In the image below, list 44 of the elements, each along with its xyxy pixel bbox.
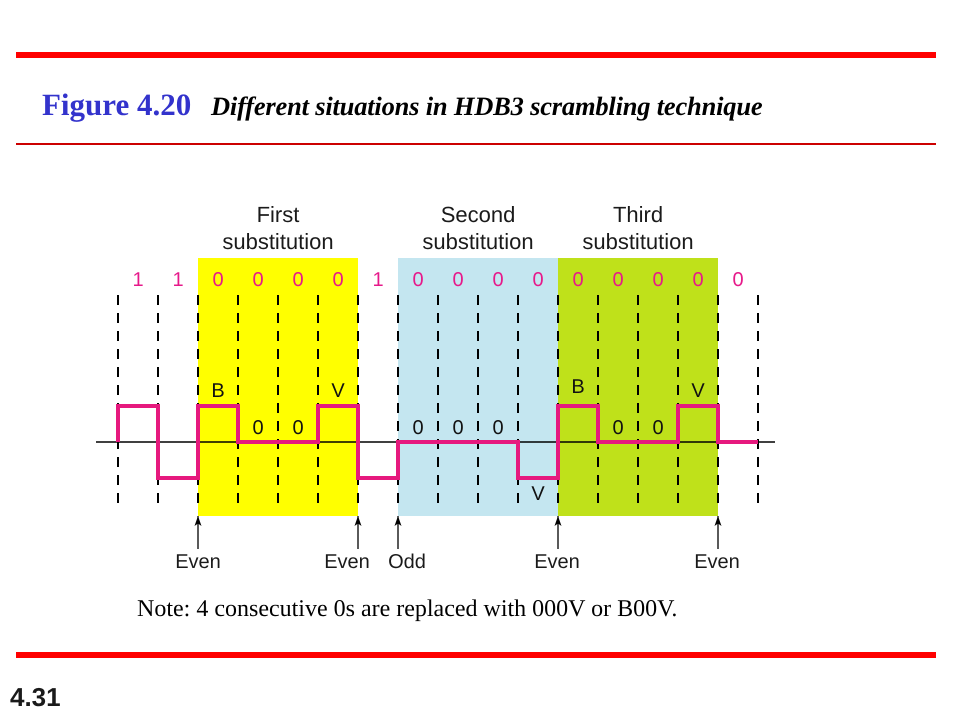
arrow: [394, 516, 402, 549]
note-text: Note: 4 consecutive 0s are replaced with 000V or B00V.: [137, 595, 678, 623]
band-heading: Second substitution: [421, 201, 535, 255]
code-symbol: 0: [492, 417, 504, 439]
code-symbol: B: [211, 380, 225, 402]
bit-value: 0: [292, 269, 304, 291]
parity-label: Even: [534, 550, 580, 574]
bit-value: 0: [572, 269, 584, 291]
band-heading: First substitution: [221, 201, 335, 255]
bit-value: 0: [612, 269, 624, 291]
bit-value: 0: [492, 269, 504, 291]
bit-value: 0: [332, 269, 344, 291]
band-heading: Third substitution: [581, 201, 695, 255]
bit-value: 0: [732, 269, 744, 291]
code-symbol: 0: [612, 417, 624, 439]
parity-label: Even: [175, 550, 221, 574]
code-symbol: V: [331, 380, 345, 402]
code-symbol: V: [531, 483, 545, 505]
arrow: [554, 516, 562, 549]
arrow: [194, 516, 202, 549]
code-symbol: B: [571, 376, 585, 398]
bit-value: 1: [132, 269, 144, 291]
code-symbol: V: [691, 380, 705, 402]
parity-label: Even: [694, 550, 740, 574]
bit-value: 0: [692, 269, 704, 291]
arrow: [714, 516, 722, 549]
bit-value: 0: [452, 269, 464, 291]
code-symbol: 0: [652, 417, 664, 439]
bit-value: 0: [532, 269, 544, 291]
parity-label: Even: [324, 550, 370, 574]
code-symbol: 0: [412, 417, 424, 439]
bit-value: 0: [212, 269, 224, 291]
figure-title: Figure 4.20 Different situations in HDB3 scrambling technique: [42, 86, 762, 124]
parity-label: Odd: [388, 550, 426, 574]
slide-number: 4.31: [10, 682, 61, 712]
bit-value: 1: [172, 269, 184, 291]
code-symbol: 0: [292, 417, 304, 439]
bit-value: 0: [252, 269, 264, 291]
code-symbol: 0: [252, 417, 264, 439]
bit-value: 1: [372, 269, 384, 291]
code-symbol: 0: [452, 417, 464, 439]
bit-value: 0: [412, 269, 424, 291]
bit-value: 0: [652, 269, 664, 291]
arrow: [354, 516, 362, 549]
